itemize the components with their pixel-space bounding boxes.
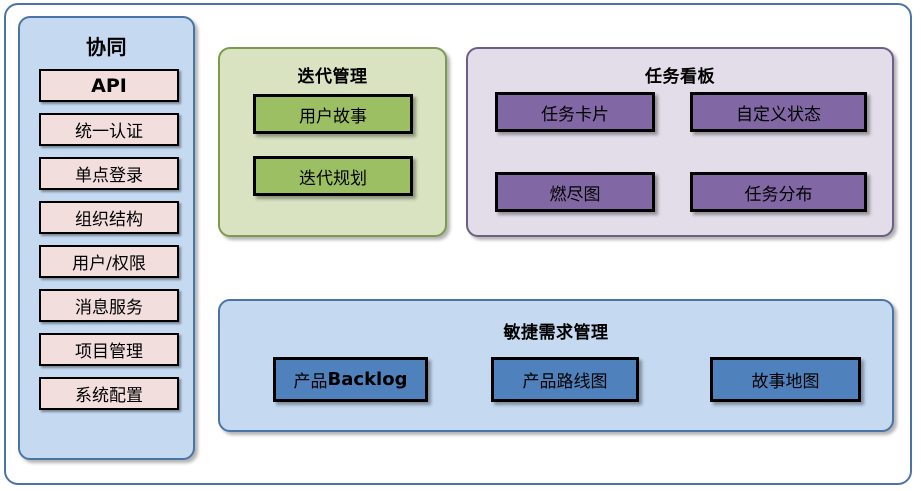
card-task-distribution[interactable]: 任务分布 [690,172,867,212]
sidebar-item-api[interactable]: API [39,69,179,102]
sidebar-item-sso[interactable]: 单点登录 [39,157,179,190]
iteration-management-panel[interactable]: 迭代管理 用户故事 迭代规划 [218,47,447,237]
card-burndown-chart[interactable]: 燃尽图 [495,172,655,212]
card-product-backlog-latin: Backlog [327,369,408,390]
sidebar-title: 协同 [86,35,127,59]
task-board-panel[interactable]: 任务看板 任务卡片 自定义状态 燃尽图 任务分布 [466,47,894,237]
card-iteration-planning[interactable]: 迭代规划 [253,156,413,196]
sidebar-item-user-permission[interactable]: 用户/权限 [39,245,179,278]
card-product-roadmap[interactable]: 产品路线图 [491,357,639,402]
sidebar-item-list: API 统一认证 单点登录 组织结构 用户/权限 消息服务 项目管理 系统配置 [39,69,179,421]
sidebar-item-org-structure[interactable]: 组织结构 [39,201,179,234]
card-product-backlog-cjk: 产品 [293,372,328,392]
card-story-map[interactable]: 故事地图 [710,357,861,402]
sidebar-item-unified-auth[interactable]: 统一认证 [39,113,179,146]
card-custom-status[interactable]: 自定义状态 [690,92,867,132]
sidebar-item-message-service[interactable]: 消息服务 [39,289,179,322]
sidebar-item-project-management[interactable]: 项目管理 [39,333,179,366]
sidebar-panel-collaboration[interactable]: 协同 API 统一认证 单点登录 组织结构 用户/权限 消息服务 项目管理 系统… [18,16,195,460]
agile-requirement-title: 敏捷需求管理 [503,323,609,343]
iteration-management-title: 迭代管理 [297,67,368,87]
card-task-card[interactable]: 任务卡片 [495,92,655,132]
card-user-story[interactable]: 用户故事 [253,94,413,134]
task-board-title: 任务看板 [645,67,715,87]
sidebar-item-system-config[interactable]: 系统配置 [39,377,179,410]
